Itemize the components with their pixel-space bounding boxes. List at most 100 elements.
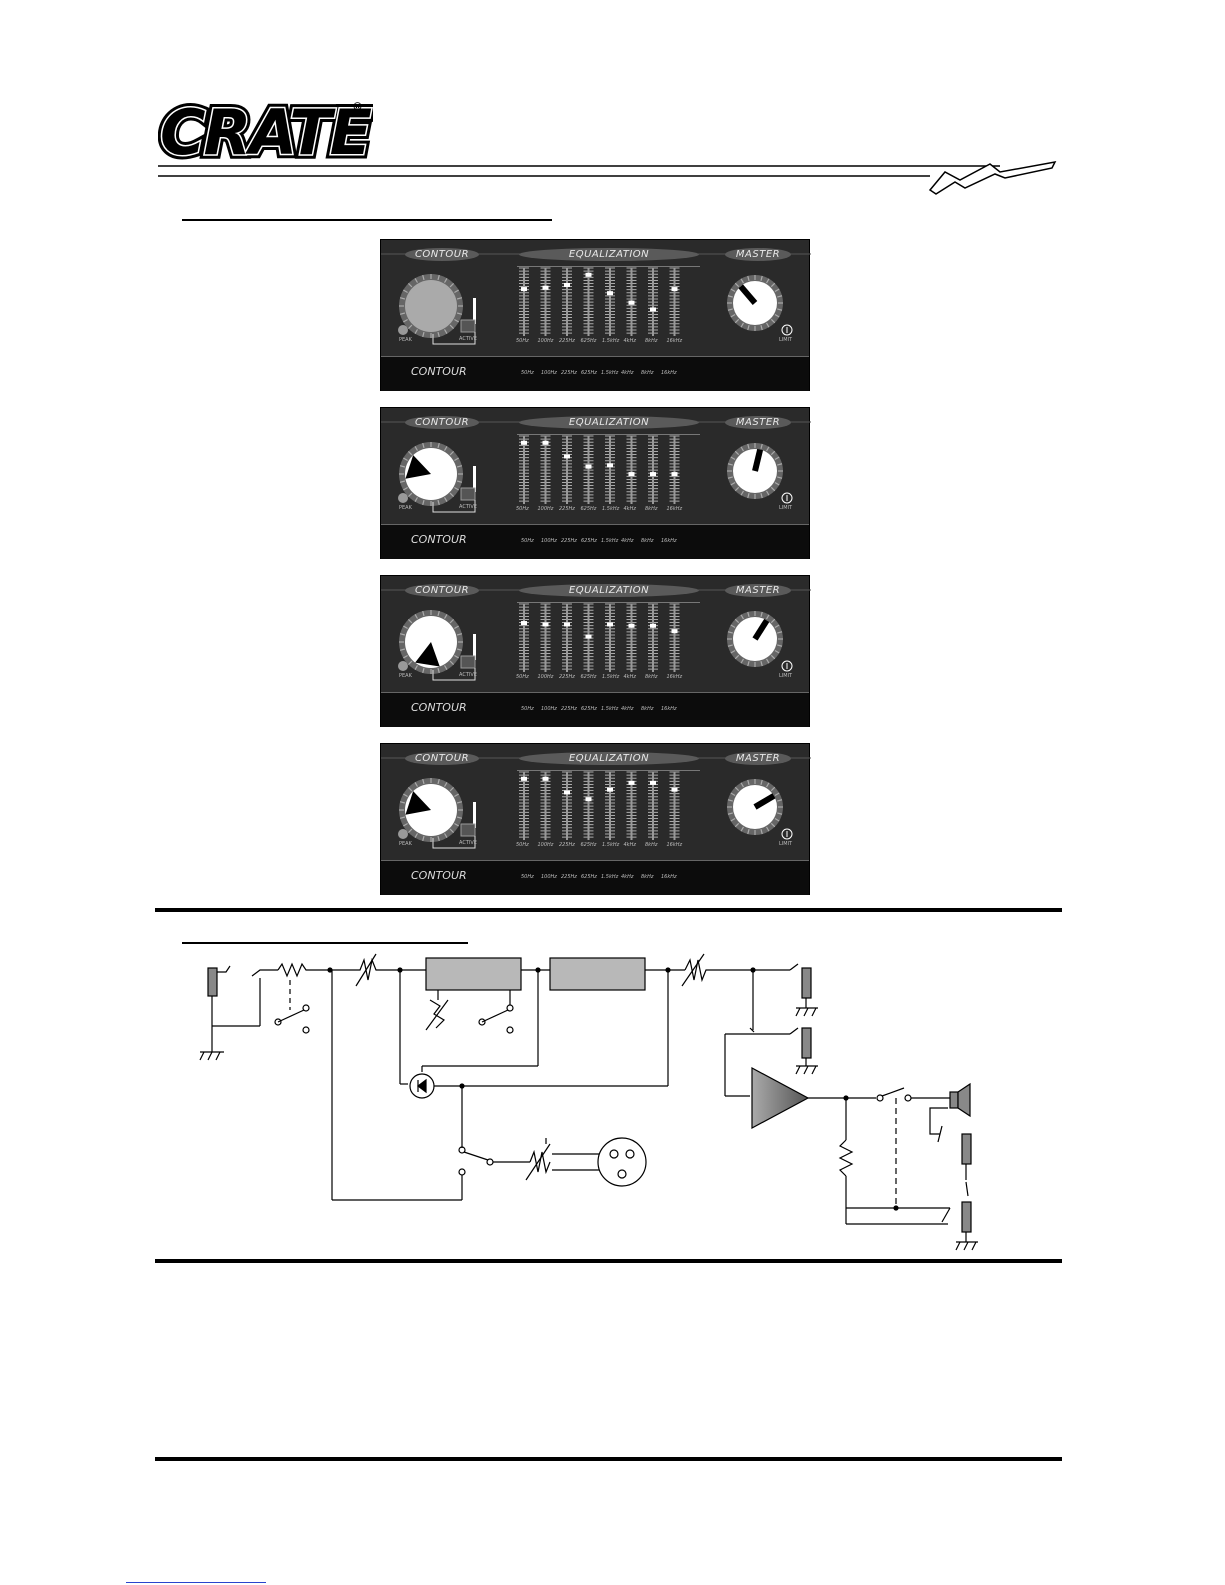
contour-heading: CONTOUR	[405, 248, 479, 261]
strip-band-label: 225Hz	[561, 874, 577, 880]
strip-band-label: 1.5kHz	[601, 370, 619, 376]
peak-led	[398, 325, 408, 335]
master-knob-pointer	[753, 793, 776, 810]
section-rule	[182, 942, 468, 944]
master-heading: MASTER	[725, 416, 791, 429]
eq-band-label: 16kHz	[666, 338, 683, 344]
eq-band-label: 4kHz	[623, 842, 636, 848]
eq-slider-cap	[564, 622, 570, 627]
eq-band-label: 8kHz	[645, 506, 658, 512]
header-rule	[158, 160, 1057, 195]
eq-slider-cap	[671, 787, 678, 792]
active-indicator	[473, 634, 476, 660]
footer-link-underline[interactable]	[126, 1582, 266, 1583]
signal-flow-schematic	[199, 953, 978, 1251]
strip-band-label: 1.5kHz	[601, 874, 619, 880]
master-knob	[733, 785, 777, 829]
eq-slider-cap	[607, 622, 613, 627]
panel-graphics	[381, 757, 811, 849]
strip-band-label: 625Hz	[581, 370, 597, 376]
active-indicator	[473, 298, 476, 324]
eq-band-label: 4kHz	[623, 674, 636, 680]
active-label: ACTIVE	[459, 336, 477, 342]
limit-label: LIMIT	[779, 337, 793, 343]
peak-led	[398, 661, 408, 671]
active-switch	[460, 319, 476, 333]
limit-label: LIMIT	[779, 841, 793, 847]
eq-band-label: 16kHz	[666, 842, 683, 848]
strip-band-label: 50Hz	[521, 874, 534, 880]
section-divider	[155, 1457, 1062, 1461]
eq-band-label: 16kHz	[666, 506, 683, 512]
strip-band-label: 100Hz	[541, 874, 557, 880]
strip-band-label: 1.5kHz	[601, 706, 619, 712]
eq-slider-cap	[564, 454, 570, 459]
eq-slider-cap	[542, 440, 549, 445]
eq-slider-cap	[607, 291, 613, 296]
strip-band-label: 8kHz	[641, 874, 654, 880]
eq-band-label: 1.5kHz	[602, 842, 620, 848]
active-indicator	[473, 466, 476, 492]
eq-band-label: 225Hz	[559, 674, 575, 680]
active-label: ACTIVE	[459, 840, 477, 846]
limit-led	[781, 492, 793, 504]
eq-slider-cap	[585, 464, 592, 469]
strip-band-label: 4kHz	[621, 370, 634, 376]
eq-slider-cap	[628, 780, 635, 785]
strip-band-label: 225Hz	[561, 538, 577, 544]
crate-logo: CRATE CRATE CRATE ®	[158, 96, 373, 168]
strip-band-label: 16kHz	[661, 370, 677, 376]
eq-slider-cap	[542, 622, 549, 627]
strip-title: CONTOUR	[411, 869, 467, 882]
eq-band-label: 225Hz	[559, 506, 575, 512]
limit-label: LIMIT	[779, 673, 793, 679]
eq-slider-cap	[542, 776, 549, 781]
strip-band-label: 100Hz	[541, 538, 557, 544]
active-switch	[460, 823, 476, 837]
contour-heading: CONTOUR	[405, 752, 479, 765]
peak-led	[398, 493, 408, 503]
strip-title: CONTOUR	[411, 533, 467, 546]
eq-slider-cap	[671, 472, 678, 477]
active-label: ACTIVE	[459, 672, 477, 678]
eq-band-label: 100Hz	[537, 842, 554, 848]
contour-knob-pointer	[415, 642, 440, 667]
strip-band-label: 50Hz	[521, 538, 534, 544]
svg-text:CRATE: CRATE	[160, 96, 372, 168]
strip-title: CONTOUR	[411, 365, 467, 378]
eq-band-label: 625Hz	[580, 506, 597, 512]
eq-band-label: 50Hz	[516, 674, 529, 680]
strip-band-label: 50Hz	[521, 706, 534, 712]
eq-slider-cap	[650, 623, 656, 628]
active-indicator	[473, 802, 476, 828]
eq-band-label: 1.5kHz	[602, 338, 620, 344]
strip-band-label: 1.5kHz	[601, 538, 619, 544]
strip-band-label: 4kHz	[621, 874, 634, 880]
eq-band-label: 50Hz	[516, 842, 529, 848]
equalization-heading: EQUALIZATION	[519, 584, 699, 597]
strip-band-label: 4kHz	[621, 706, 634, 712]
master-knob-pointer	[752, 448, 764, 472]
section-rule	[182, 219, 552, 221]
peak-label: PEAK	[399, 337, 412, 343]
eq-slider-cap	[585, 272, 592, 277]
xlr-jack-icon	[597, 1137, 647, 1187]
eq-slider-cap	[671, 629, 678, 634]
panel-graphics	[381, 589, 811, 681]
eq-slider-cap	[564, 283, 570, 287]
eq-band-label: 625Hz	[580, 338, 597, 344]
master-knob-pointer	[752, 618, 770, 641]
eq-slider-cap	[521, 440, 527, 445]
master-heading: MASTER	[725, 584, 791, 597]
eq-band-label: 4kHz	[623, 506, 636, 512]
equalization-heading: EQUALIZATION	[519, 416, 699, 429]
contour-knob-pointer	[405, 455, 431, 479]
strip-band-label: 225Hz	[561, 706, 577, 712]
eq-band-label: 225Hz	[559, 338, 575, 344]
eq-band-label: 8kHz	[645, 338, 658, 344]
eq-slider-cap	[650, 472, 656, 477]
